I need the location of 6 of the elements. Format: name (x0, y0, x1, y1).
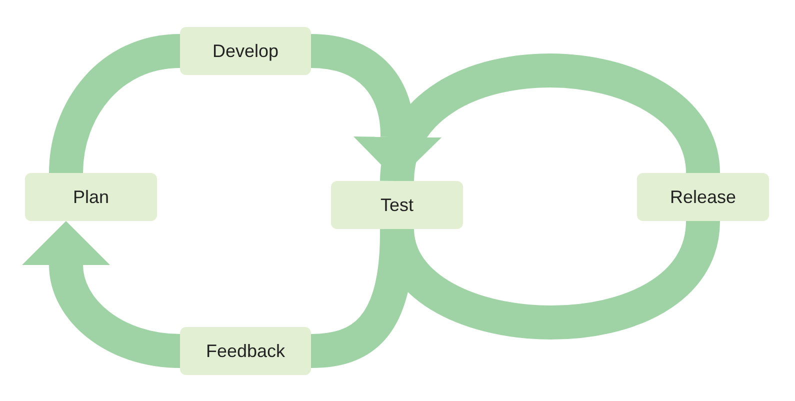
stage-box: Release (637, 173, 769, 221)
cycle-arrow (22, 221, 181, 368)
stage-box: Feedback (180, 327, 311, 375)
stage-box: Develop (180, 27, 311, 75)
stage-box: Plan (25, 173, 157, 221)
stage-box: Test (331, 181, 463, 229)
